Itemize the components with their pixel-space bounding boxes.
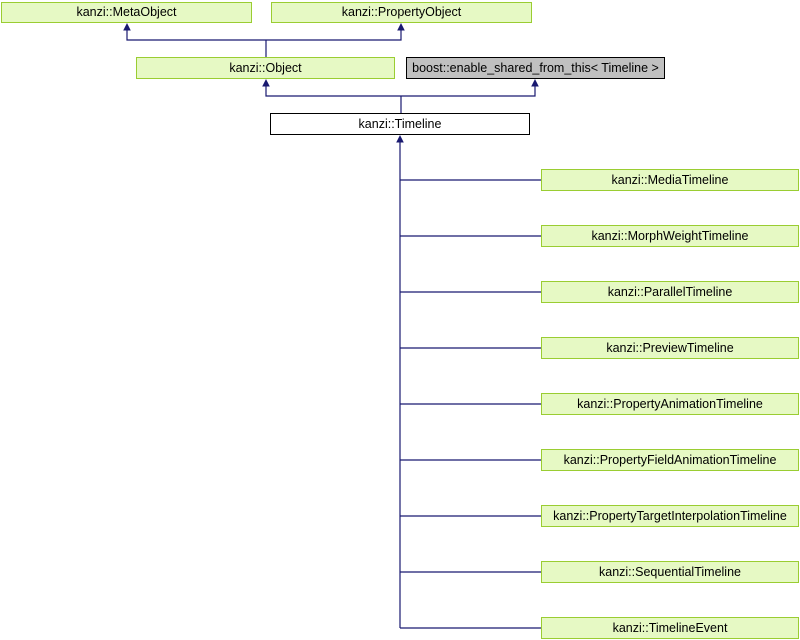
class-node-paralleltimeline[interactable]: kanzi::ParallelTimeline (541, 281, 799, 303)
class-node-timelineevent[interactable]: kanzi::TimelineEvent (541, 617, 799, 639)
edges-object-to-parents (123, 23, 405, 57)
edge-timeline-to-parents-line (265, 85, 536, 113)
class-node-propertyfieldanimationtimeline[interactable]: kanzi::PropertyFieldAnimationTimeline (541, 449, 799, 471)
class-node-sequentialtimeline[interactable]: kanzi::SequentialTimeline (541, 561, 799, 583)
edge-object-to-parents-line (126, 29, 402, 57)
class-node-propertyobject[interactable]: kanzi::PropertyObject (271, 2, 532, 23)
edge-children-trunk-line (399, 141, 541, 629)
arrowhead-object (262, 79, 270, 87)
class-node-mediatimeline[interactable]: kanzi::MediaTimeline (541, 169, 799, 191)
class-node-previewtimeline[interactable]: kanzi::PreviewTimeline (541, 337, 799, 359)
edges-timeline-to-parents (262, 79, 539, 113)
edges-children-to-timeline (396, 135, 541, 629)
arrowhead-boost (531, 79, 539, 87)
class-node-object[interactable]: kanzi::Object (136, 57, 395, 79)
class-node-metaobject[interactable]: kanzi::MetaObject (1, 2, 252, 23)
arrowhead-propertyobject (397, 23, 405, 31)
class-node-propertytargetinterpolationtimeline[interactable]: kanzi::PropertyTargetInterpolationTimeli… (541, 505, 799, 527)
class-node-morphweighttimeline[interactable]: kanzi::MorphWeightTimeline (541, 225, 799, 247)
arrowhead-metaobject (123, 23, 131, 31)
class-node-timeline: kanzi::Timeline (270, 113, 530, 135)
class-node-boost-enable-shared-from-this: boost::enable_shared_from_this< Timeline… (406, 57, 665, 79)
arrowhead-timeline (396, 135, 404, 143)
class-node-propertyanimationtimeline[interactable]: kanzi::PropertyAnimationTimeline (541, 393, 799, 415)
